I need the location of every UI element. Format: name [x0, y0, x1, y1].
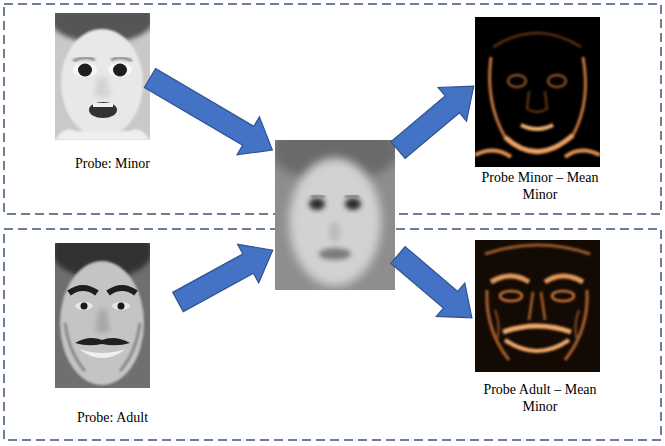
image-caption-node: Probe Minor – Mean Minor — [470, 12, 610, 203]
block-arrow — [167, 231, 283, 321]
image-caption: Probe Adult – Mean Minor — [474, 381, 606, 415]
difference-image — [475, 17, 600, 167]
block-arrow — [139, 59, 488, 335]
block-arrow — [384, 69, 488, 166]
image-caption: Probe: Adult — [77, 409, 148, 426]
mean-face-image — [275, 140, 395, 290]
image-caption-node: Probe Adult – Mean Minor — [470, 235, 610, 415]
minor-face-photo — [55, 13, 150, 140]
image-caption-node: Probe: Adult — [45, 238, 180, 426]
block-arrow — [139, 59, 284, 169]
image-caption: Probe: Minor — [75, 155, 150, 172]
adult-face-photo — [55, 243, 150, 388]
image-caption-node: Probe: Minor — [45, 8, 180, 172]
block-arrow — [384, 238, 486, 334]
difference-image — [475, 240, 600, 372]
image-caption: Probe Minor – Mean Minor — [474, 169, 606, 203]
